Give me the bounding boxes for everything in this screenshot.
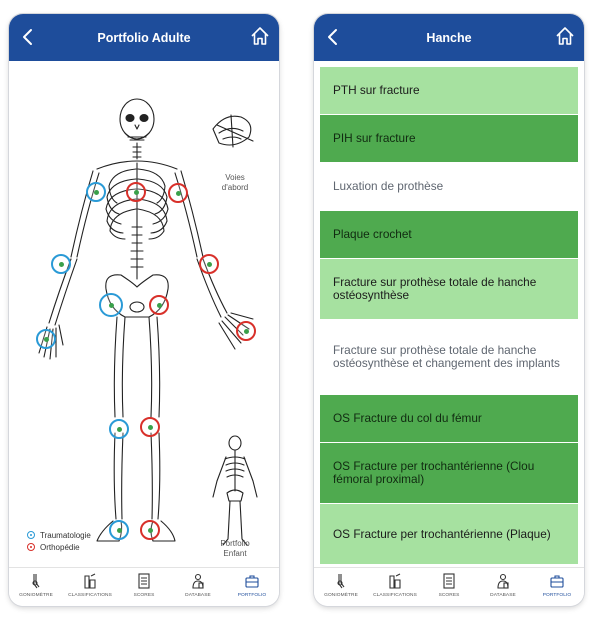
tab-database[interactable]: Database: [476, 568, 530, 606]
portfolio-icon: [245, 575, 259, 588]
procedure-list-container: PTH sur fracture PIH sur fracture Luxati…: [314, 61, 584, 567]
marker-shoulder-left-ortho[interactable]: [168, 183, 188, 203]
classifications-icon: [389, 573, 401, 589]
enfant-label: Enfant: [223, 549, 247, 558]
header-bar: Portfolio Adulte: [9, 14, 279, 61]
list-item-luxation-prothese[interactable]: Luxation de prothèse: [320, 163, 578, 211]
portfolio-enfant-link[interactable]: Portfolio Enfant: [205, 539, 265, 559]
tab-classifications[interactable]: Classifications: [63, 568, 117, 606]
procedure-list: PTH sur fracture PIH sur fracture Luxati…: [320, 67, 578, 565]
tab-scores[interactable]: Scores: [422, 568, 476, 606]
back-chevron-icon[interactable]: [17, 26, 39, 48]
header-bar: Hanche: [314, 14, 584, 61]
tab-goniometre[interactable]: Goniomètre: [314, 568, 368, 606]
portfolio-icon: [550, 575, 564, 588]
voies-label: Voies: [225, 173, 245, 182]
classifications-icon: [84, 573, 96, 589]
legend-orthopedie: Orthopédie: [27, 541, 91, 553]
tab-bar: Goniomètre Classifications Scores Databa…: [314, 567, 584, 606]
phone-hanche: Hanche PTH sur fracture PIH sur fracture…: [314, 14, 584, 606]
tab-scores[interactable]: Scores: [117, 568, 171, 606]
marker-elbow-left-ortho[interactable]: [199, 254, 219, 274]
orthopedie-ring-icon: [27, 543, 35, 551]
list-item-plaque-crochet[interactable]: Plaque crochet: [320, 211, 578, 259]
phone-portfolio-adulte: Portfolio Adulte: [9, 14, 279, 606]
marker-hip-left-ortho[interactable]: [149, 295, 169, 315]
page-title: Portfolio Adulte: [97, 30, 191, 45]
abord-label: d'abord: [221, 183, 249, 192]
list-item-fracture-col-femur[interactable]: OS Fracture du col du fémur: [320, 395, 578, 443]
legend: Traumatologie Orthopédie: [27, 529, 91, 553]
body-map: Voies d'abord Portfolio Enfant Traumatol…: [9, 61, 279, 567]
list-item-fracture-per-troch-clou[interactable]: OS Fracture per trochantérienne (Clou fé…: [320, 443, 578, 504]
list-item-pih-sur-fracture[interactable]: PIH sur fracture: [320, 115, 578, 163]
portfolio-label: Portfolio: [220, 539, 250, 548]
marker-ankle-left-ortho[interactable]: [140, 520, 160, 540]
goniometer-icon: [32, 574, 40, 589]
home-icon[interactable]: [249, 25, 271, 47]
scores-icon: [138, 573, 150, 589]
traumatologie-ring-icon: [27, 531, 35, 539]
page-title: Hanche: [426, 30, 472, 45]
marker-hip-right-trauma[interactable]: [99, 293, 123, 317]
skeleton-illustration: [38, 98, 258, 546]
marker-clavicle-ortho[interactable]: [126, 182, 146, 202]
database-icon: [497, 573, 509, 589]
database-icon: [192, 573, 204, 589]
list-item-fracture-per-troch-plaque[interactable]: OS Fracture per trochantérienne (Plaque): [320, 504, 578, 565]
marker-shoulder-right-trauma[interactable]: [86, 182, 106, 202]
scores-icon: [443, 573, 455, 589]
marker-knee-right-trauma[interactable]: [109, 419, 129, 439]
voies-abord-link[interactable]: Voies d'abord: [205, 173, 265, 193]
list-item-pth-sur-fracture[interactable]: PTH sur fracture: [320, 67, 578, 115]
tab-goniometre[interactable]: Goniomètre: [9, 568, 63, 606]
marker-wrist-right-trauma[interactable]: [36, 329, 56, 349]
marker-ankle-right-trauma[interactable]: [109, 520, 129, 540]
tab-portfolio[interactable]: Portfolio: [530, 568, 584, 606]
tab-classifications[interactable]: Classifications: [368, 568, 422, 606]
marker-wrist-left-ortho[interactable]: [236, 321, 256, 341]
back-chevron-icon[interactable]: [322, 26, 344, 48]
list-item-fracture-pth-changement[interactable]: Fracture sur prothèse totale de hanche o…: [320, 320, 578, 395]
home-icon[interactable]: [554, 25, 576, 47]
goniometer-icon: [337, 574, 345, 589]
legend-traumatologie: Traumatologie: [27, 529, 91, 541]
marker-elbow-right-trauma[interactable]: [51, 254, 71, 274]
marker-knee-left-ortho[interactable]: [140, 417, 160, 437]
tab-bar: Goniomètre Classifications Scores Databa…: [9, 567, 279, 606]
list-item-fracture-pth-osteosynthese[interactable]: Fracture sur prothèse totale de hanche o…: [320, 259, 578, 320]
tab-portfolio[interactable]: Portfolio: [225, 568, 279, 606]
tab-database[interactable]: Database: [171, 568, 225, 606]
